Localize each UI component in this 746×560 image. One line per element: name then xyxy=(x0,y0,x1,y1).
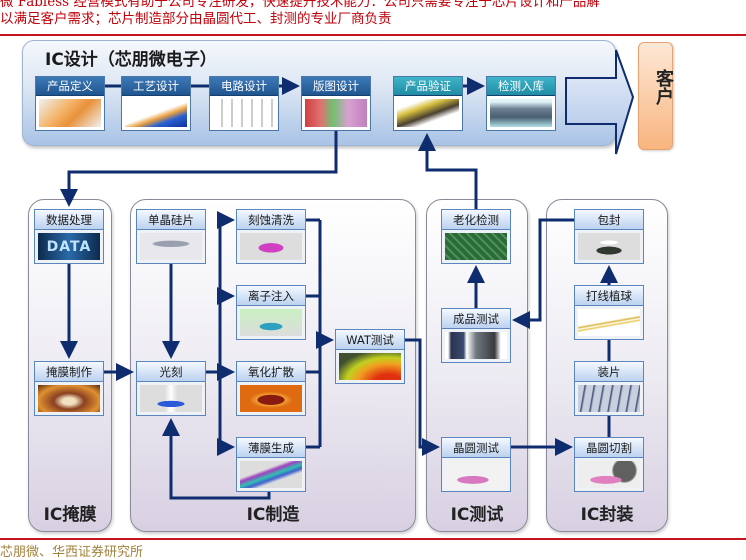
test-board-image xyxy=(397,99,459,127)
burn-in-image xyxy=(445,233,507,260)
step-thin-film: 薄膜生成 xyxy=(236,437,306,492)
spec-sheet-image xyxy=(39,99,101,127)
oxidation-image xyxy=(240,385,302,412)
step-label: 氧化扩散 xyxy=(237,362,305,382)
step-mask-making: 掩膜制作 xyxy=(34,361,104,416)
ic-fab-title: IC制造 xyxy=(246,505,300,525)
step-label: 单晶硅片 xyxy=(137,210,205,230)
step-label: 装片 xyxy=(575,362,643,382)
package-image xyxy=(578,233,640,260)
step-wafer-test: 晶圆测试 xyxy=(441,437,511,492)
film-image xyxy=(240,461,302,488)
step-wat-test: WAT测试 xyxy=(335,329,405,384)
customer-label: 客户 xyxy=(653,69,674,105)
step-inspection-storage: 检测入库 xyxy=(486,76,556,131)
step-label: 光刻 xyxy=(137,362,205,382)
product-solution-label: 产品 及应用 方案 xyxy=(576,81,612,125)
step-process-design: 工艺设计 xyxy=(121,76,191,131)
step-label: 成品测试 xyxy=(442,309,510,329)
step-label: 产品验证 xyxy=(394,77,462,96)
schematic-image xyxy=(213,99,275,127)
step-label: WAT测试 xyxy=(336,330,404,350)
source-note: 芯朋微、华西证券研究所 xyxy=(0,545,144,560)
ic-test-title: IC测试 xyxy=(450,505,504,525)
step-layout-design: 版图设计 xyxy=(301,76,371,131)
divider-top xyxy=(0,34,746,36)
bonding-image xyxy=(578,309,640,336)
step-burn-in-test: 老化检测 xyxy=(441,209,511,264)
step-label: 电路设计 xyxy=(210,77,278,96)
step-product-definition: 产品定义 xyxy=(35,76,105,131)
wat-image xyxy=(339,353,401,380)
step-label: 数据处理 xyxy=(35,210,103,230)
caption-line-2: 以满足客户需求；芯片制造部分由晶圆代工、封测的专业厂商负责 xyxy=(0,11,392,27)
step-label: 检测入库 xyxy=(487,77,555,96)
ic-design-title: IC设计（芯朋微电子） xyxy=(45,50,217,70)
tester-image xyxy=(445,332,507,359)
step-label: 产品定义 xyxy=(36,77,104,96)
step-label: 离子注入 xyxy=(237,286,305,306)
step-wire-bonding: 打线植球 xyxy=(574,285,644,340)
step-ion-implant: 离子注入 xyxy=(236,285,306,340)
ic-package-title: IC封装 xyxy=(580,505,634,525)
step-oxidation-diffusion: 氧化扩散 xyxy=(236,361,306,416)
divider-bottom xyxy=(0,538,746,540)
data-image: DATA xyxy=(38,233,100,260)
customer-box: 客户 xyxy=(638,42,674,150)
prober-image xyxy=(445,461,507,488)
step-silicon-wafer: 单晶硅片 xyxy=(136,209,206,264)
step-etch-clean: 刻蚀清洗 xyxy=(236,209,306,264)
step-product-verification: 产品验证 xyxy=(393,76,463,131)
step-final-test: 成品测试 xyxy=(441,308,511,363)
ion-image xyxy=(240,309,302,336)
step-label: 刻蚀清洗 xyxy=(237,210,305,230)
step-lithography: 光刻 xyxy=(136,361,206,416)
step-circuit-design: 电路设计 xyxy=(209,76,279,131)
dicing-image xyxy=(578,461,640,488)
step-data-processing: 数据处理 DATA xyxy=(34,209,104,264)
step-wafer-dicing: 晶圆切割 xyxy=(574,437,644,492)
ic-mask-title: IC掩膜 xyxy=(43,505,97,525)
wafer-image xyxy=(140,233,202,260)
step-label: 老化检测 xyxy=(442,210,510,230)
step-label: 晶圆测试 xyxy=(442,438,510,458)
mask-image xyxy=(38,385,100,412)
layout-image xyxy=(305,99,367,127)
step-label: 版图设计 xyxy=(302,77,370,96)
step-label: 打线植球 xyxy=(575,286,643,306)
die-attach-image xyxy=(578,385,640,412)
step-label: 工艺设计 xyxy=(122,77,190,96)
lithography-image xyxy=(140,385,202,412)
step-label: 掩膜制作 xyxy=(35,362,103,382)
step-encapsulation: 包封 xyxy=(574,209,644,264)
step-label: 晶圆切割 xyxy=(575,438,643,458)
step-label: 包封 xyxy=(575,210,643,230)
step-label: 薄膜生成 xyxy=(237,438,305,458)
caption-line-1: 微 Fabless 经营模式有助于公司专注研发，快速提升技术能力：公司只需要专注… xyxy=(0,0,600,10)
etch-image xyxy=(240,233,302,260)
step-die-attach: 装片 xyxy=(574,361,644,416)
warehouse-image xyxy=(490,99,552,127)
simulation-image xyxy=(125,99,187,127)
